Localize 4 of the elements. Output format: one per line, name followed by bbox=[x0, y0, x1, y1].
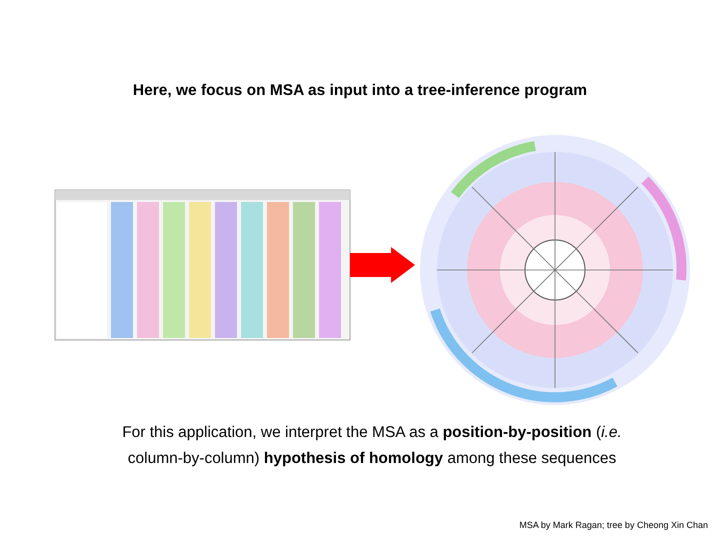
credit-text: MSA by Mark Ragan; tree by Cheong Xin Chan bbox=[519, 520, 708, 530]
arrow bbox=[350, 247, 415, 283]
caption-text: For this application, we interpret the MSA as a position-by-position (i.e. column-by-column) hypothesis of homology among these sequences bbox=[121, 423, 623, 469]
slide-title: Here, we focus on MSA as input into a tree-inference program bbox=[132, 82, 588, 100]
